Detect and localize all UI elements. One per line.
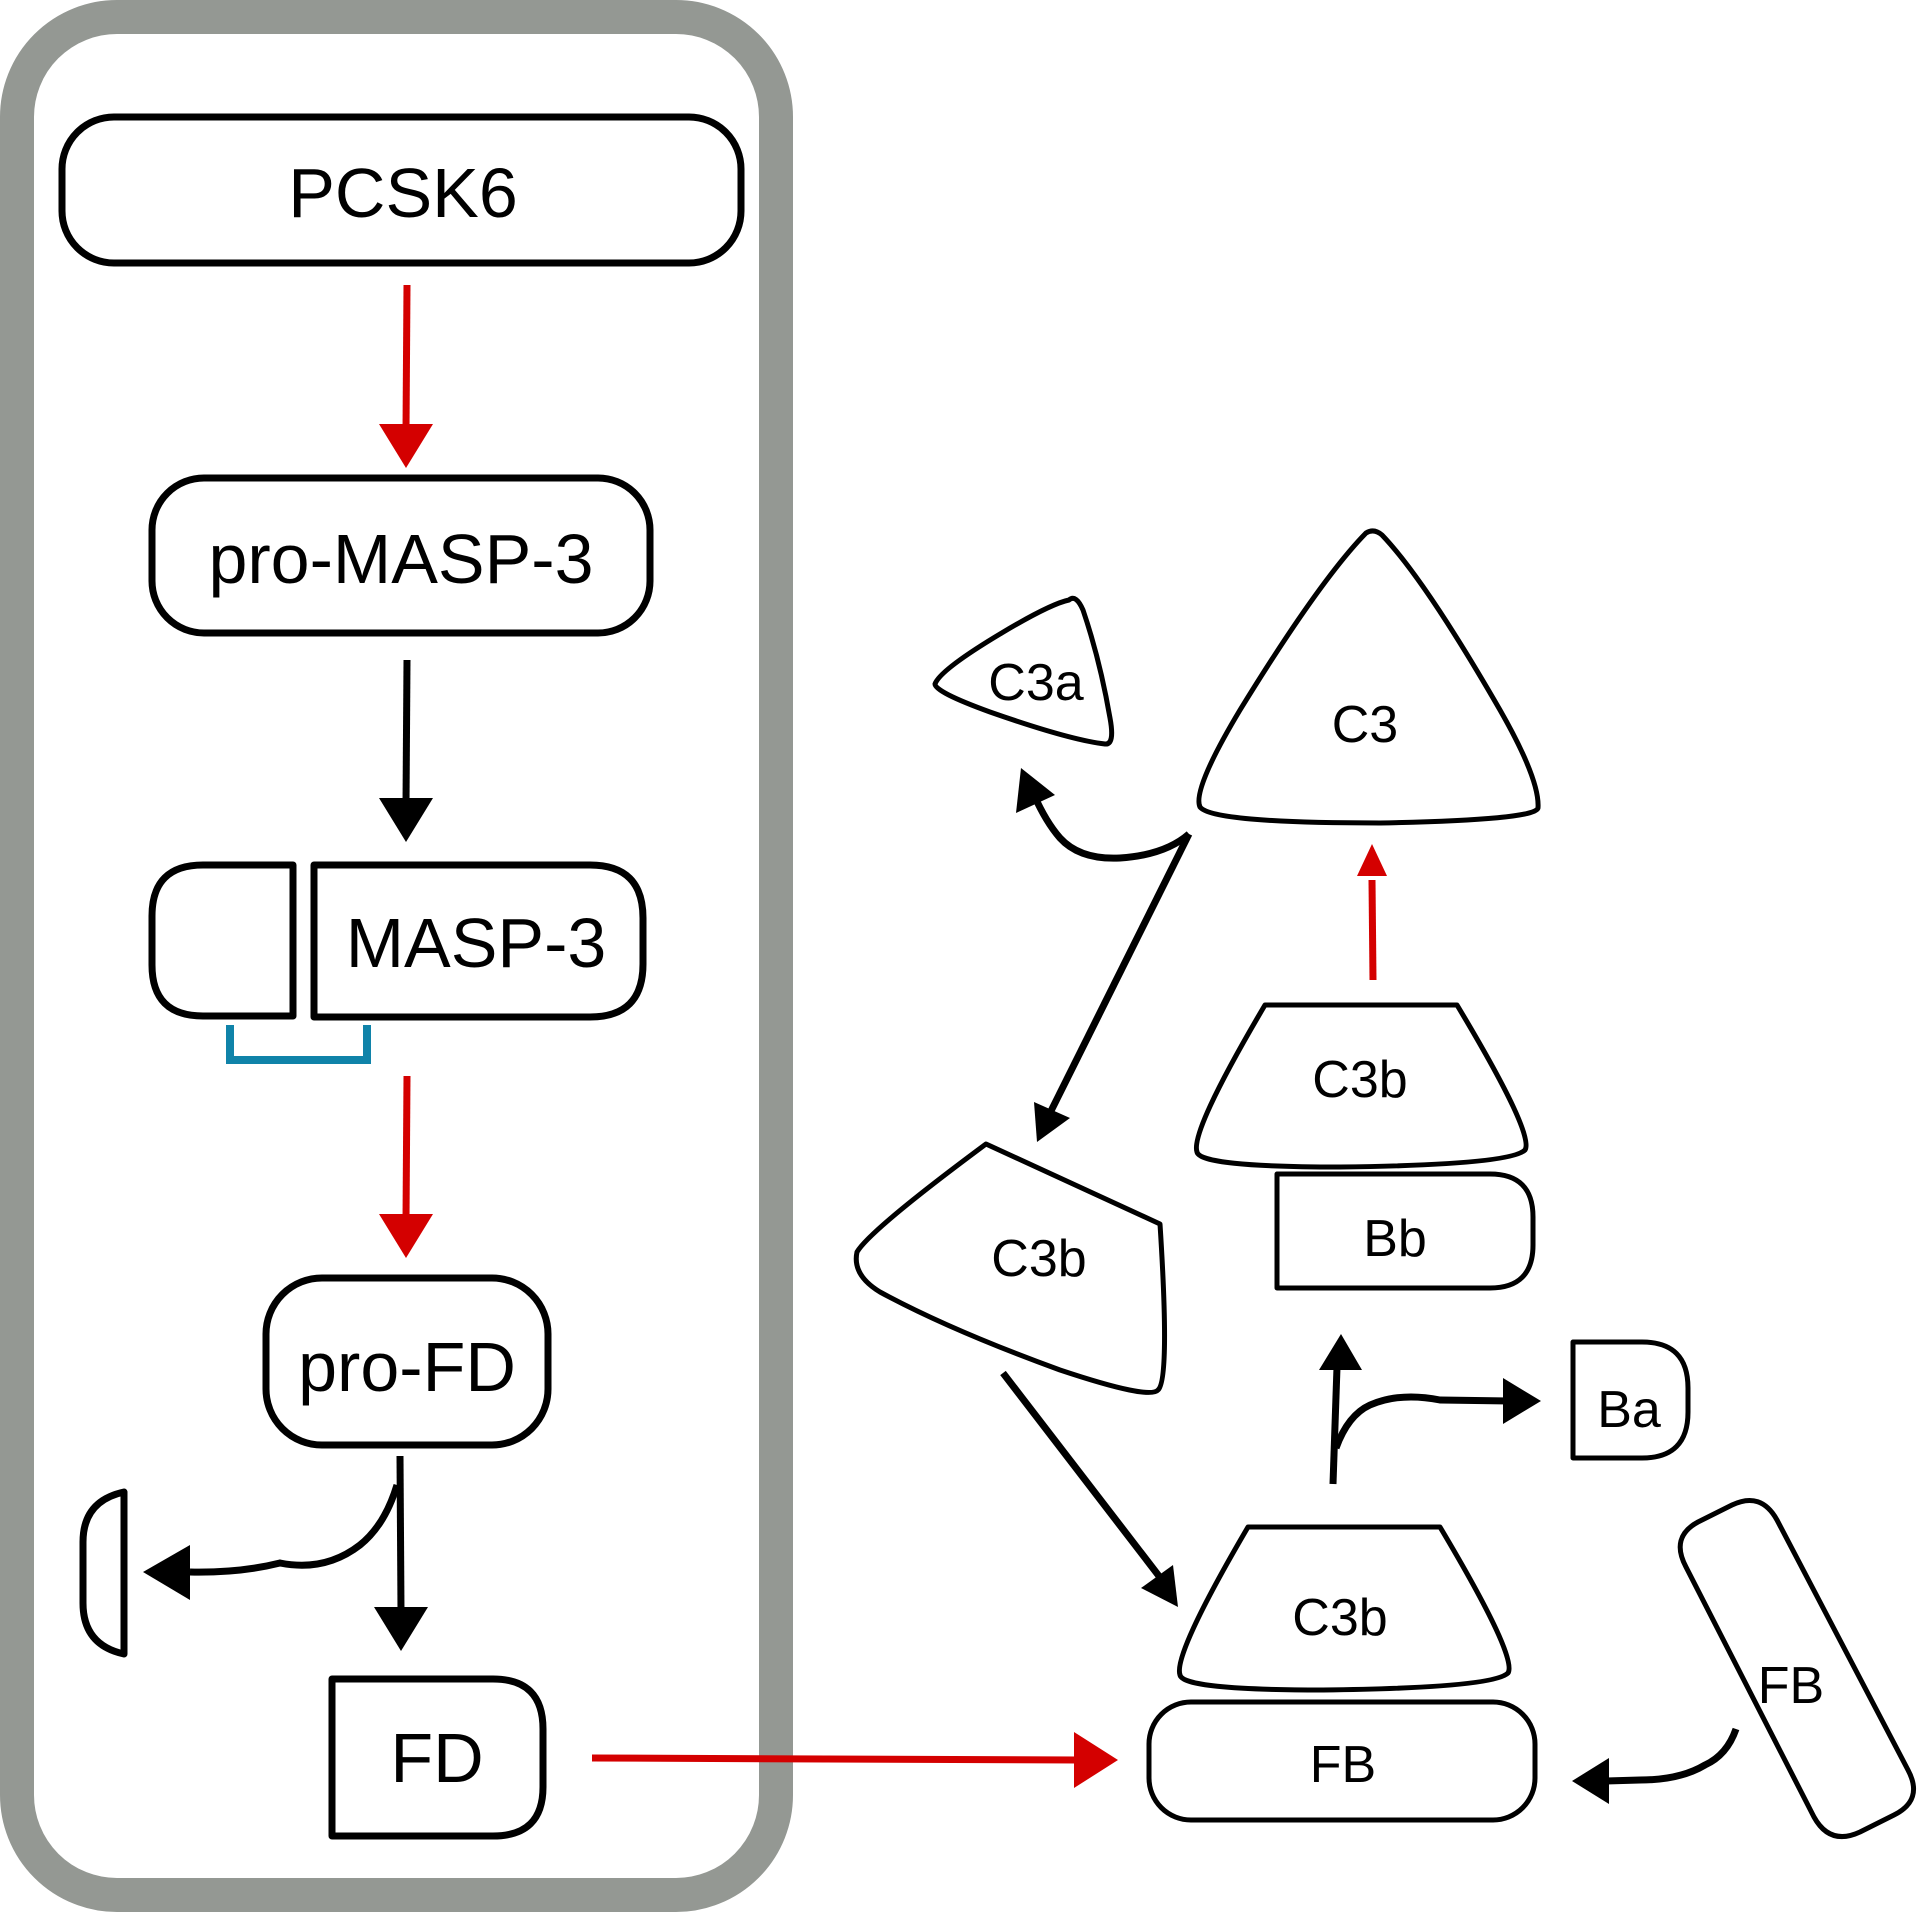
pcsk6-label: PCSK6 <box>288 154 518 232</box>
c3-convertase: Bb C3b <box>1193 1002 1536 1291</box>
bb-node <box>1274 1171 1536 1291</box>
pro-fd-label: pro-FD <box>298 1328 516 1406</box>
pro-masp3-node: pro-MASP-3 <box>148 474 654 637</box>
masp3-heavy-chain <box>310 861 647 1021</box>
c3bb-complex: FB C3b <box>1146 1524 1538 1823</box>
c3a-label: C3a <box>988 654 1083 712</box>
arrow-c3-to-c3b <box>1034 832 1193 1142</box>
c3b-left-node: C3b <box>853 1141 1168 1395</box>
c3b-left-label: C3b <box>991 1230 1086 1288</box>
arrow-c3b-to-c3bb <box>1000 1370 1178 1607</box>
arrow-fd-to-fb <box>591 1732 1118 1788</box>
arrow-fb-binding <box>1572 1727 1740 1804</box>
ba-label: Ba <box>1597 1381 1661 1439</box>
masp3-light-chain <box>148 861 297 1020</box>
c3b-bottom-label: C3b <box>1292 1589 1387 1647</box>
arrow-convertase-to-c3 <box>1357 844 1387 981</box>
c3b-bottom-node <box>1176 1524 1512 1693</box>
fb-free-node: FB <box>1677 1498 1917 1839</box>
fd-label: FD <box>390 1719 483 1797</box>
masp3-label: MASP-3 <box>346 904 607 982</box>
arrow-pro-masp3-to-masp3 <box>379 659 433 842</box>
arrow-pcsk6-to-pro-masp3 <box>379 284 433 468</box>
fb-bound-label: FB <box>1310 1736 1376 1794</box>
disulfide-link <box>226 1025 371 1064</box>
pro-masp3-label: pro-MASP-3 <box>208 520 593 598</box>
c3a-node: C3a <box>932 595 1115 747</box>
c3-node: C3 <box>1196 528 1541 826</box>
fb-bound-node <box>1146 1699 1538 1823</box>
propeptide-fragment <box>79 1488 128 1658</box>
bb-label: Bb <box>1363 1210 1427 1268</box>
arrow-pro-fd-to-fd <box>143 1455 428 1651</box>
c3b-top-label: C3b <box>1312 1051 1407 1109</box>
ba-node: Ba <box>1570 1339 1691 1461</box>
arrow-fb-cleavage <box>1319 1334 1541 1485</box>
fd-node: FD <box>328 1675 547 1840</box>
pro-fd-node: pro-FD <box>262 1274 552 1449</box>
pcsk6-node: PCSK6 <box>58 113 745 267</box>
c3b-top-node <box>1193 1002 1529 1170</box>
fb-free-label: FB <box>1758 1657 1824 1715</box>
masp3-node: MASP-3 <box>148 861 647 1064</box>
arrow-masp3-to-pro-fd <box>379 1075 433 1258</box>
arrow-c3-to-c3a <box>1016 768 1192 862</box>
c3-label: C3 <box>1332 696 1398 754</box>
compartment-box <box>0 0 793 1912</box>
